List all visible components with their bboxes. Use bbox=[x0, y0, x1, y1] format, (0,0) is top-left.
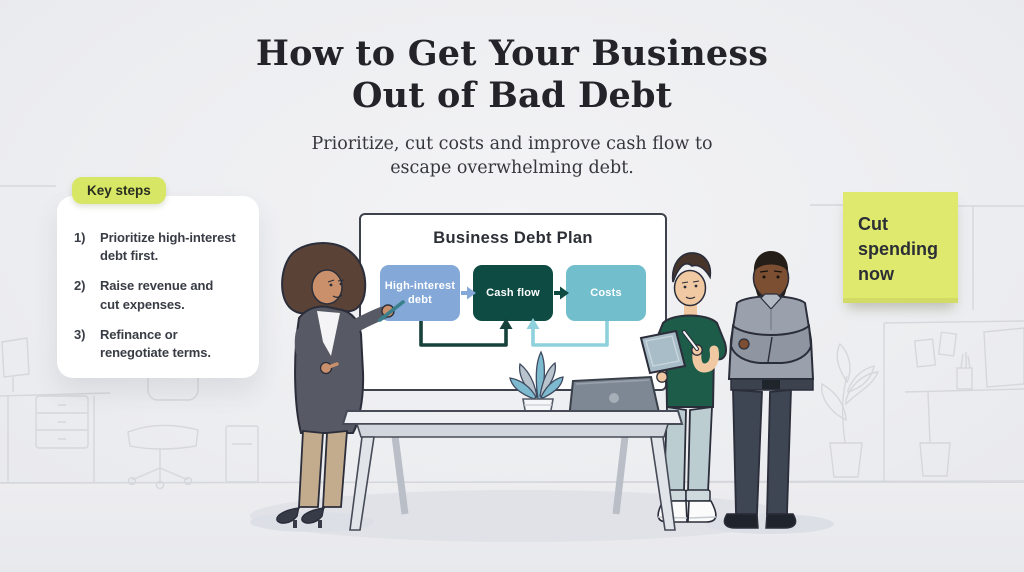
woman-arm-pointing bbox=[344, 306, 390, 335]
node-label-line: Costs bbox=[590, 286, 622, 299]
node-label-line: Cash flow bbox=[486, 286, 540, 299]
key-steps-card: 1) Prioritize high-interest debt first. … bbox=[57, 196, 259, 378]
man2-pants-leg bbox=[766, 389, 792, 515]
woman-heel-shoe bbox=[301, 505, 325, 524]
man1-jeans-leg bbox=[687, 405, 713, 493]
woman-heel-shoe bbox=[276, 505, 300, 524]
arrow-debt-to-cashflow bbox=[461, 286, 476, 300]
woman-face bbox=[311, 269, 343, 305]
page-subtitle: Prioritize, cut costs and improve cash f… bbox=[0, 133, 1024, 180]
step-item-2: 2) Raise revenue and cut expenses. bbox=[74, 277, 247, 313]
woman-pants-leg bbox=[322, 429, 348, 508]
woman-blouse bbox=[317, 311, 340, 356]
man2-hand bbox=[738, 338, 750, 350]
dress-shoe bbox=[765, 513, 797, 529]
man1-hair bbox=[671, 252, 712, 283]
step-number: 1) bbox=[74, 230, 86, 245]
node-label-line: debt bbox=[407, 294, 433, 306]
presenter-pen bbox=[378, 300, 405, 322]
step-item-1: 1) Prioritize high-interest debt first. bbox=[74, 229, 247, 265]
woman-arm-bent bbox=[294, 327, 327, 375]
table-apron bbox=[355, 423, 670, 438]
loop-arrow-light bbox=[526, 318, 609, 347]
table-leg-back bbox=[612, 427, 630, 515]
step-text: Raise revenue and cut expenses. bbox=[100, 278, 214, 312]
whiteboard: Business Debt Plan High-interest debt Ca… bbox=[359, 213, 667, 391]
floor-line bbox=[0, 480, 1024, 484]
loop-arrow-dark bbox=[419, 318, 513, 347]
dress-shoe bbox=[723, 513, 759, 529]
key-steps-list: 1) Prioritize high-interest debt first. … bbox=[57, 196, 259, 362]
page-subtitle-line-2: escape overwhelming debt. bbox=[390, 157, 634, 178]
man2-hair bbox=[753, 251, 789, 272]
man1-face bbox=[673, 269, 707, 307]
woman-hair-front bbox=[312, 259, 346, 277]
table-leg-front bbox=[650, 436, 676, 531]
node-label-line: High-interest bbox=[384, 279, 456, 292]
page-title-line-1: How to Get Your Business bbox=[255, 33, 769, 74]
page-title-line-2: Out of Bad Debt bbox=[351, 75, 673, 116]
flow-node-cash-flow: Cash flow bbox=[473, 265, 553, 321]
file-cabinet-lineart bbox=[225, 425, 259, 483]
key-steps-badge: Key steps bbox=[72, 177, 166, 204]
flow-arrows bbox=[419, 286, 609, 347]
step-item-3: 3) Refinance or renegotiate terms. bbox=[74, 326, 247, 362]
man2-pants-leg bbox=[732, 389, 763, 515]
flow-node-high-interest-debt: High-interest debt bbox=[380, 265, 460, 321]
sneaker bbox=[687, 500, 717, 523]
man-arms-crossed bbox=[723, 251, 815, 529]
shirt-collar bbox=[760, 293, 782, 310]
page-title: How to Get Your Business Out of Bad Debt bbox=[0, 33, 1024, 117]
step-number: 3) bbox=[74, 326, 86, 342]
man1-hand bbox=[656, 371, 668, 383]
right-desk-lineart bbox=[904, 327, 1024, 477]
belt-buckle bbox=[762, 380, 780, 389]
cubicle-panel-lineart bbox=[810, 204, 1024, 481]
key-steps-badge-label: Key steps bbox=[87, 183, 151, 198]
step-text: Refinance or renegotiate terms. bbox=[100, 326, 211, 360]
background-plant-lineart bbox=[821, 342, 880, 478]
step-number: 2) bbox=[74, 278, 86, 294]
flow-node-costs: Costs bbox=[566, 265, 646, 321]
man1-arm bbox=[692, 345, 719, 373]
left-desk-lineart bbox=[0, 337, 111, 482]
jeans-cuff bbox=[685, 489, 711, 502]
meeting-table bbox=[341, 350, 684, 531]
woman-presenter bbox=[276, 242, 405, 528]
sticky-note: Cut spending now bbox=[843, 192, 958, 303]
whiteboard-title: Business Debt Plan bbox=[433, 229, 593, 247]
table-leg-back bbox=[390, 427, 409, 515]
page-subtitle-line-1: Prioritize, cut costs and improve cash f… bbox=[311, 134, 713, 154]
arrow-cashflow-to-costs bbox=[554, 286, 569, 300]
laptop-logo bbox=[609, 393, 619, 403]
step-text: Prioritize high-interest debt first. bbox=[100, 230, 236, 264]
table-leg-front bbox=[349, 436, 375, 531]
table-top bbox=[341, 410, 684, 425]
woman-pants-leg bbox=[298, 430, 324, 508]
